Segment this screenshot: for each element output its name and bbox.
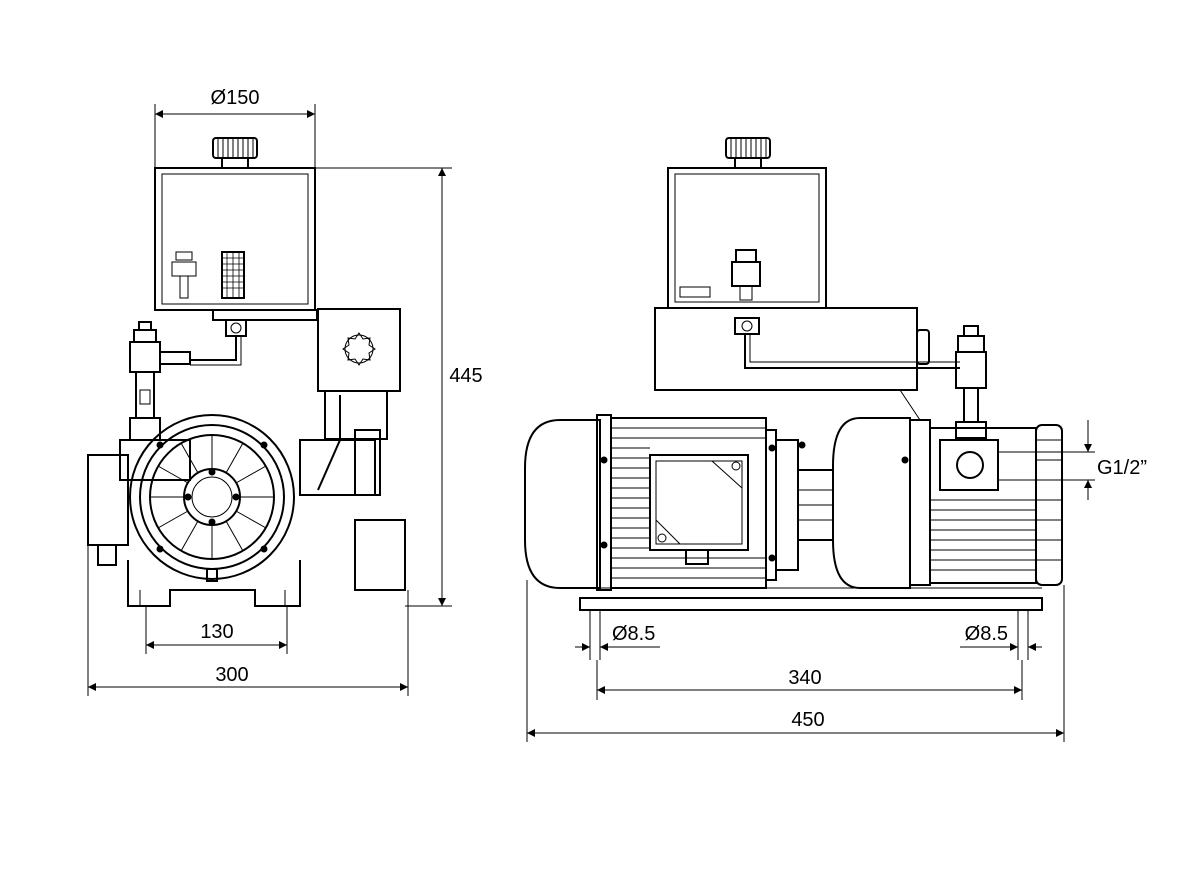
front-feet [127,560,301,607]
front-pump-body [87,429,406,591]
dim-side-foot-spacing: 340 [596,660,1023,700]
side-coupling [797,441,834,541]
label-port-thread: G1/2” [1097,457,1147,479]
dim-port-thread: G1/2” [998,420,1147,500]
side-pump-housing [832,389,1063,589]
front-oil-line [190,309,318,366]
dim-front-width: 300 [87,545,409,696]
side-view: G1/2” Ø8.5 Ø8.5 340 [524,137,1147,742]
side-oil-tank [667,137,827,309]
side-motor [524,414,799,591]
side-tank-support [654,307,960,391]
front-fan-cover [129,414,295,582]
dim-tank-diameter: Ø150 [154,87,316,168]
label-side-length: 450 [791,709,824,731]
side-gas-ballast-valve [955,325,987,439]
front-gas-ballast-valve [129,321,191,441]
dim-height: 445 [315,167,483,607]
label-height: 445 [449,365,482,387]
dim-foot-spacing: 130 [145,606,288,654]
label-front-width: 300 [215,664,248,686]
dim-side-length: 450 [526,580,1065,742]
label-hole-left: Ø8.5 [612,623,655,645]
label-hole-right: Ø8.5 [965,623,1008,645]
side-base-plate [579,587,1043,611]
dim-hole-left: Ø8.5 [575,610,660,660]
label-side-foot-spacing: 340 [788,667,821,689]
label-tank-diameter: Ø150 [211,87,260,109]
front-view: Ø150 445 130 300 [87,87,483,696]
label-foot-spacing: 130 [200,621,233,643]
dim-hole-right: Ø8.5 [960,610,1042,660]
front-solenoid [317,308,401,491]
front-oil-tank [154,137,316,311]
